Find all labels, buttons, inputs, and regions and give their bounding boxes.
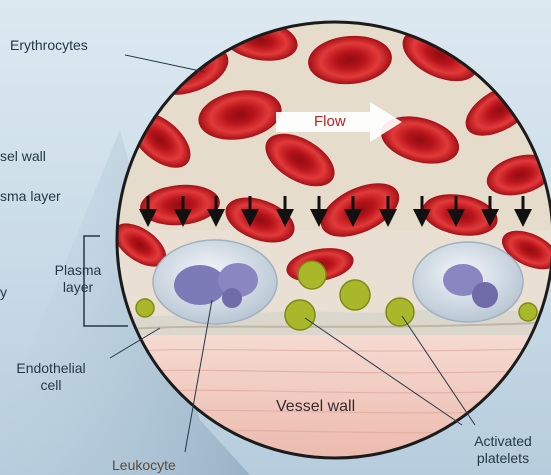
plasma-layer-label: Plasma layer (38, 262, 118, 296)
activated-platelet (285, 300, 315, 330)
endothelial-label-line2: cell (0, 377, 102, 394)
erythrocytes-leader (125, 55, 205, 72)
leukocyte-label: Leukocyte (112, 457, 176, 474)
activated-platelets-line2: platelets (455, 450, 551, 467)
plasma-layer-label-line2: layer (38, 279, 118, 296)
vessel-wall-partial-label: sel wall (0, 148, 46, 165)
plasma-layer-partial-label: sma layer (0, 188, 61, 205)
leukocyte-left (153, 240, 277, 324)
left-edge-fragment-label: y (0, 284, 7, 301)
endothelial-label-line1: Endothelial (0, 360, 102, 377)
erythrocytes-label: Erythrocytes (10, 37, 88, 54)
activated-platelets-line1: Activated (455, 433, 551, 450)
leukocyte-right (413, 242, 523, 322)
activated-platelets-label: Activated platelets (455, 433, 551, 467)
leukocyte-nucleus (174, 265, 226, 305)
activated-platelet (136, 299, 154, 317)
endothelial-cell-label: Endothelial cell (0, 360, 102, 394)
activated-platelet (519, 303, 537, 321)
activated-platelet (298, 261, 326, 289)
activated-platelet (386, 298, 414, 326)
activated-platelet (340, 280, 370, 310)
plasma-layer-label-line1: Plasma (38, 262, 118, 279)
flow-label: Flow (314, 113, 346, 130)
vessel-wall-label: Vessel wall (276, 398, 355, 415)
